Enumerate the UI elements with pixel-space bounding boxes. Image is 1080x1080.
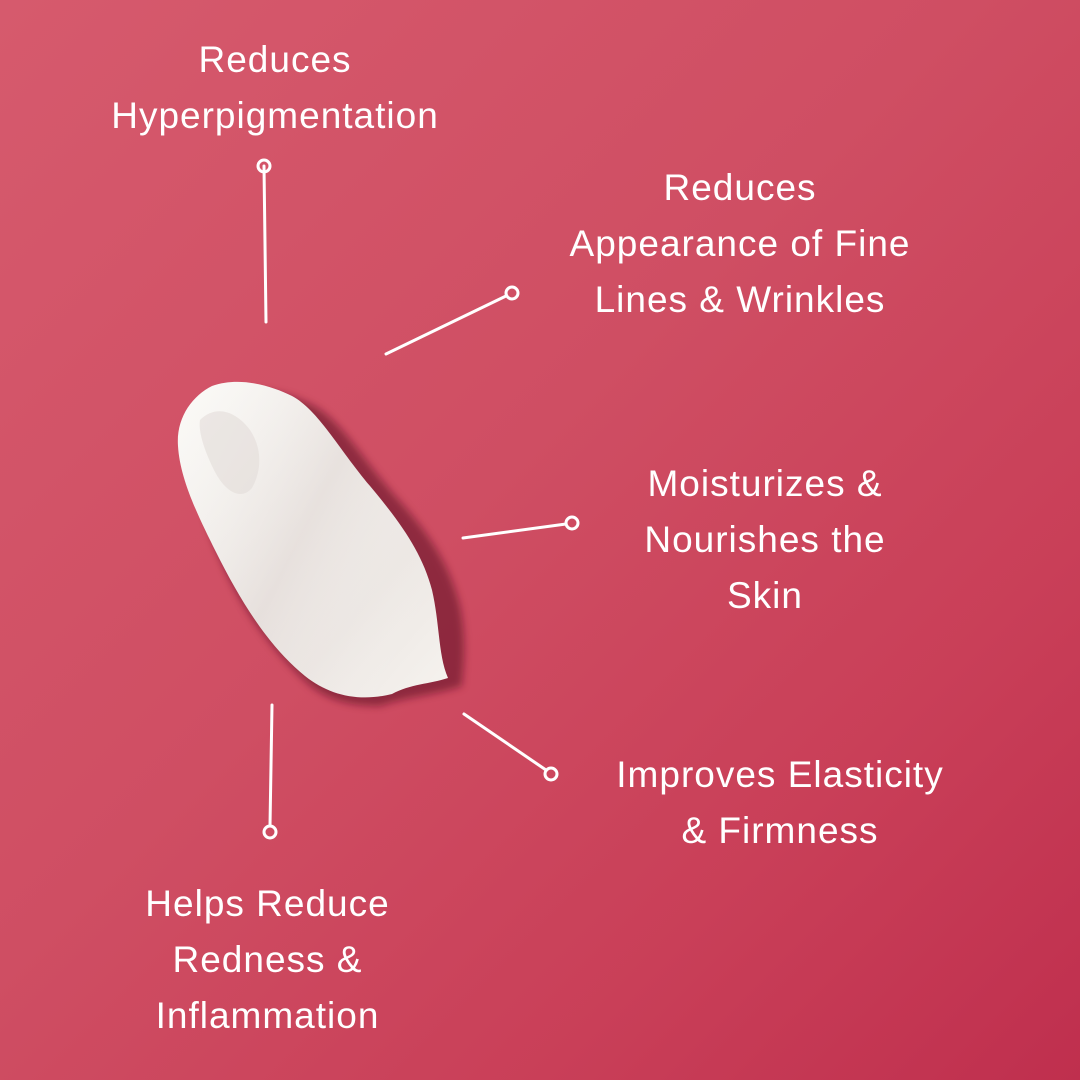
benefit-elasticity-line-1: Improves Elasticity <box>616 754 944 795</box>
benefit-hyperpigmentation-line-2: Hyperpigmentation <box>111 95 439 136</box>
benefit-moisturizes-line-1: Moisturizes & <box>647 463 883 504</box>
cream-ridge <box>199 411 260 494</box>
benefit-moisturizes-line-3: Skin <box>727 575 803 616</box>
connector-dot-elasticity <box>543 766 559 782</box>
benefit-fine-lines-line-1: Reduces <box>663 167 817 208</box>
benefit-redness-line-2: Redness & <box>172 939 363 980</box>
benefit-moisturizes-line-2: Nourishes the <box>644 519 886 560</box>
connector-dot-redness <box>262 824 278 840</box>
connector-moisturizes <box>461 522 568 540</box>
benefit-hyperpigmentation: Reduces Hyperpigmentation <box>60 32 490 144</box>
connector-elasticity <box>462 712 548 772</box>
benefit-fine-lines: Reduces Appearance of Fine Lines & Wrink… <box>520 160 960 328</box>
benefit-moisturizes: Moisturizes & Nourishes the Skin <box>595 456 935 624</box>
connector-dot-hyperpigmentation <box>256 158 272 174</box>
benefit-elasticity: Improves Elasticity & Firmness <box>580 747 980 859</box>
connector-fine-lines <box>384 294 508 356</box>
benefit-redness-line-3: Inflammation <box>155 995 380 1036</box>
connector-dot-fine-lines <box>504 285 520 301</box>
benefit-fine-lines-line-2: Appearance of Fine <box>569 223 911 264</box>
connector-redness <box>268 703 274 828</box>
benefit-elasticity-line-2: & Firmness <box>681 810 879 851</box>
connector-hyperpigmentation <box>262 164 268 324</box>
benefit-hyperpigmentation-line-1: Reduces <box>198 39 352 80</box>
benefit-redness: Helps Reduce Redness & Inflammation <box>95 876 440 1044</box>
connector-dot-moisturizes <box>564 515 580 531</box>
benefit-redness-line-1: Helps Reduce <box>145 883 390 924</box>
benefit-fine-lines-line-3: Lines & Wrinkles <box>594 279 886 320</box>
